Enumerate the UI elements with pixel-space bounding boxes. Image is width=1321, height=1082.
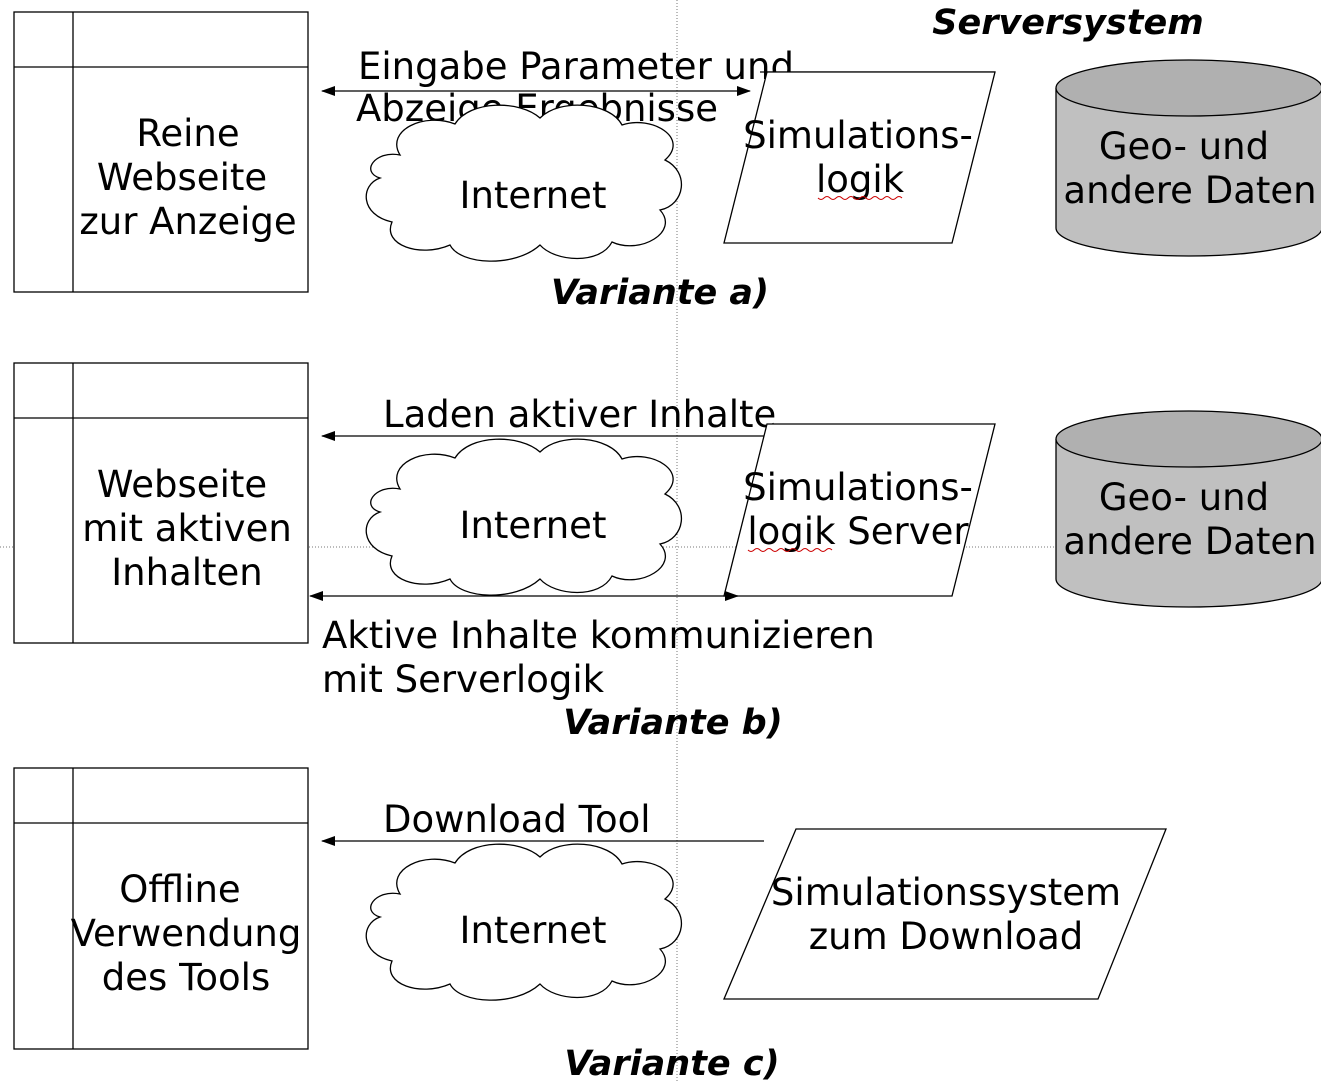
spellcheck-underline [817,196,903,200]
server-system-title: Serversystem [932,3,1203,43]
client-label-line: Verwendung [71,912,302,955]
variant-a: Reine Webseite zur Anzeige Eingabe Param… [13,11,1321,313]
simulation-system-box [723,828,1167,1000]
client-label-line: Inhalten [111,551,263,594]
arrow-label-line: Aktive Inhalte kommunizieren [322,614,875,657]
simulation-logic-box [723,423,996,597]
arrow-label: Download Tool [383,798,651,841]
client-label-line: mit aktiven [82,507,292,550]
logic-label-line: logik Server [747,510,969,553]
database-label-line: Geo- und [1099,125,1269,168]
client-label-line: des Tools [102,956,270,999]
variant-c: Offline Verwendung des Tools Download To… [13,767,1167,1082]
client-box [13,11,309,293]
database-label-line: andere Daten [1063,520,1316,563]
logic-label-line: Simulations- [743,466,973,509]
logic-label-line: zum Download [809,915,1084,958]
variant-title: Variante c) [564,1044,779,1082]
variant-title: Variante b) [563,703,783,743]
client-box [13,767,309,1050]
client-box [13,362,309,644]
logic-label-line: logik [816,158,905,201]
client-label-line: Offline [119,868,240,911]
client-label-line: Webseite [97,463,267,506]
logic-label-line: Simulationssystem [771,871,1121,914]
logic-label-line: Simulations- [743,114,973,157]
internet-label: Internet [460,174,607,217]
internet-label: Internet [460,504,607,547]
database-label-line: Geo- und [1099,476,1269,519]
database-cylinder [1055,410,1321,608]
arrow-label: Laden aktiver Inhalte [383,393,776,436]
database-label-line: andere Daten [1063,169,1316,212]
client-label-line: Webseite [97,156,267,199]
arrow-label-line: mit Serverlogik [322,658,605,701]
internet-label: Internet [460,909,607,952]
simulation-logic-box [723,71,996,244]
variant-title: Variante a) [551,273,769,313]
client-label-line: zur Anzeige [79,200,296,243]
arrow-label-line: Eingabe Parameter und [358,45,794,88]
variant-b: Webseite mit aktiven Inhalten Laden akti… [13,362,1321,743]
database-cylinder [1055,59,1321,257]
client-label-line: Reine [136,112,239,155]
spellcheck-underline [747,548,833,552]
